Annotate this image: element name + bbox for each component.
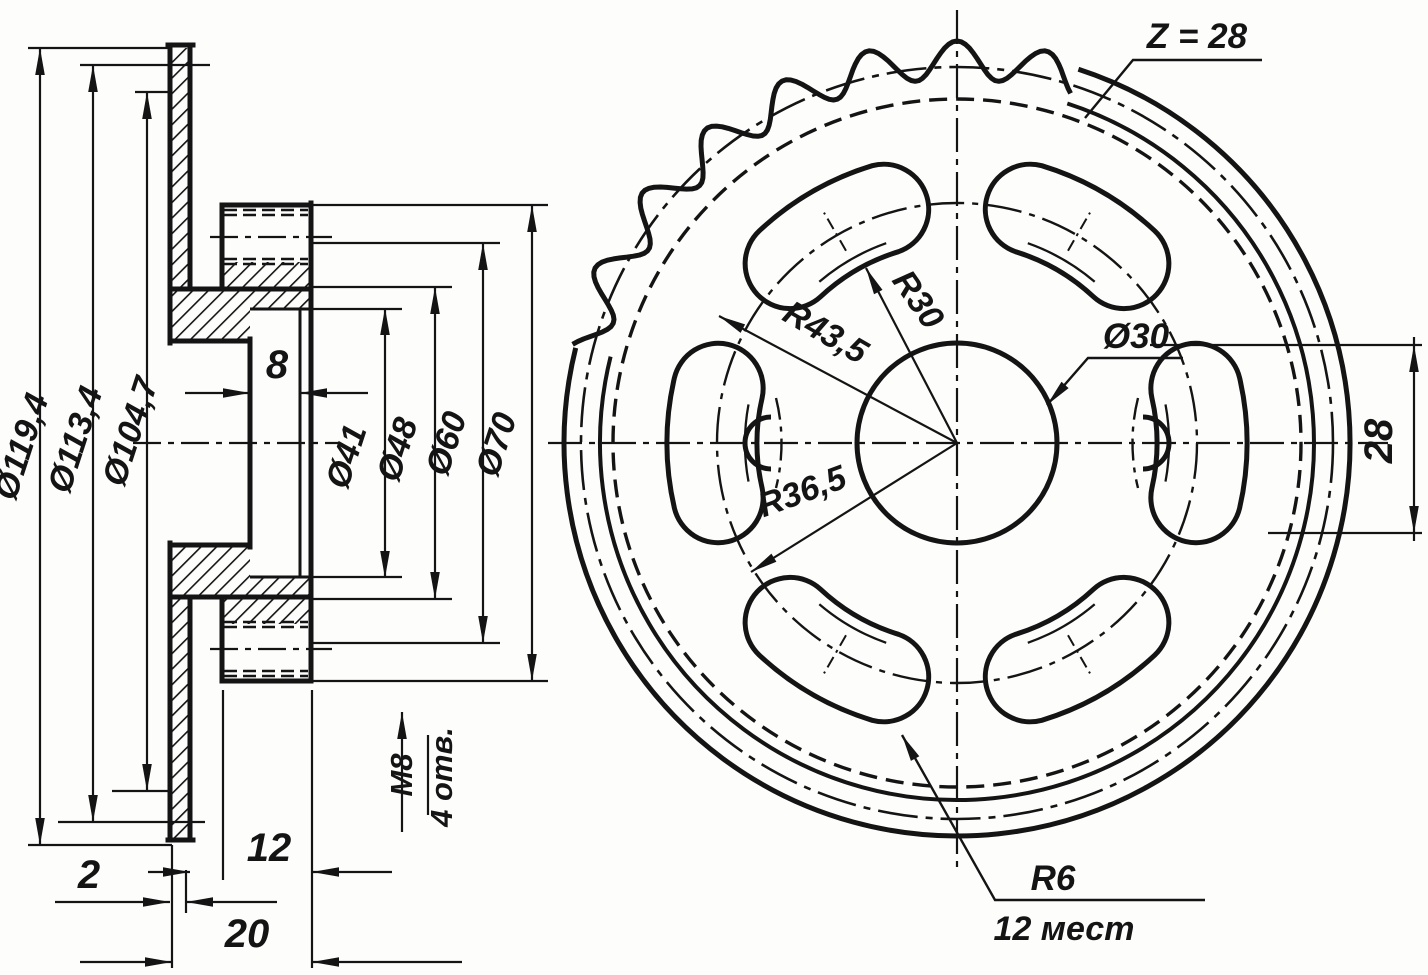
- label-dia-104: Ø104,7: [95, 371, 166, 491]
- slot-inner-chamfer: [1027, 242, 1096, 283]
- slot-cutout: [742, 161, 932, 312]
- arrowhead: [312, 867, 339, 877]
- arrowhead: [1409, 506, 1419, 533]
- arrowhead: [751, 553, 777, 572]
- arrowhead: [866, 268, 883, 295]
- slot-cutout: [1148, 340, 1250, 546]
- slot-cutout: [664, 340, 766, 546]
- radius-leaders: [718, 267, 958, 573]
- label-dia-48: Ø48: [370, 413, 426, 486]
- hatch-flange-bottom: [222, 599, 311, 624]
- arrowhead: [380, 551, 390, 578]
- label-thread-holes: 4 отв.: [424, 727, 459, 828]
- arrowhead: [163, 867, 190, 877]
- label-slot-width-28: 28: [1357, 418, 1401, 464]
- label-bore-dia: Ø30: [1103, 317, 1170, 356]
- slot-inner-chamfer: [818, 603, 887, 644]
- label-width-2: 2: [77, 853, 100, 897]
- slot-inner-chamfer: [818, 242, 887, 283]
- label-dia-60: Ø60: [419, 407, 475, 480]
- arrowhead: [88, 65, 98, 92]
- slot-inner-chamfer: [1164, 404, 1171, 482]
- label-thread-m8: М8: [384, 753, 419, 797]
- slot-mean-circle: [715, 201, 1199, 685]
- arrowhead: [902, 735, 920, 761]
- hatch-web-bottom: [170, 599, 190, 838]
- arrowhead: [142, 764, 152, 791]
- label-width-20: 20: [224, 912, 270, 956]
- bore-circle: [854, 340, 1060, 546]
- slot-center-tick: [823, 634, 847, 674]
- slot-center-tick: [1067, 634, 1091, 674]
- bolt-circle-arcs: [774, 397, 1140, 489]
- arrowhead: [719, 316, 746, 333]
- arrowhead: [430, 572, 440, 599]
- section-view: Ø119,4 Ø113,4 Ø104,7 Ø41 Ø48 Ø60 Ø70 8 2…: [0, 42, 548, 968]
- arrowhead: [527, 654, 537, 681]
- label-12-places: 12 мест: [994, 910, 1135, 948]
- slot-inner-chamfer: [743, 404, 750, 482]
- arrowhead: [143, 897, 170, 907]
- arrowhead: [478, 616, 488, 643]
- arrowhead: [186, 897, 213, 907]
- arrowhead: [478, 243, 488, 270]
- slot-cutout: [982, 161, 1172, 312]
- label-dia-41: Ø41: [319, 420, 375, 493]
- slot-inner-chamfer: [1027, 603, 1096, 644]
- front-circles: [579, 65, 1335, 821]
- hatch-hub-top: [170, 289, 311, 341]
- root-circle-hidden: [611, 97, 1303, 789]
- label-width-12: 12: [247, 826, 292, 870]
- arrowhead: [88, 795, 98, 822]
- section-extension-lines: [28, 46, 548, 968]
- rim-root-circle: [598, 101, 1316, 802]
- arrowhead: [35, 48, 45, 75]
- arrowhead: [223, 388, 250, 398]
- arrowhead: [380, 308, 390, 335]
- arrowhead: [35, 818, 45, 845]
- section-center-lines: [133, 235, 340, 651]
- front-center-lines: [548, 10, 1388, 872]
- slot-center-tick: [1067, 212, 1091, 252]
- section-hatch-areas: [170, 48, 311, 838]
- arrowhead: [397, 712, 407, 739]
- generated-geometry: [35, 38, 1419, 967]
- section-outline: [165, 42, 314, 843]
- arrowhead: [527, 205, 537, 232]
- arrowhead: [145, 957, 172, 967]
- arrowhead: [430, 287, 440, 314]
- tip-circle: [561, 66, 1353, 839]
- label-r6: R6: [1031, 859, 1076, 898]
- arrowhead: [1047, 381, 1069, 405]
- slot-center-tick: [823, 212, 847, 252]
- arrowhead: [1409, 345, 1419, 372]
- hatch-hub-bottom: [170, 545, 311, 597]
- arrowhead: [142, 92, 152, 119]
- m8-hole-hidden-lines: [224, 208, 308, 678]
- label-teeth-count: Z = 28: [1146, 17, 1248, 56]
- label-dia-70: Ø70: [469, 408, 525, 481]
- arrowhead: [312, 957, 339, 967]
- front-view: Z = 28 Ø30 R30 R43,5 R36,5 28 R6 12 мест: [548, 10, 1422, 948]
- teeth-outline: [571, 38, 1073, 347]
- slot-cutout: [982, 574, 1172, 725]
- label-width-8: 8: [266, 343, 289, 387]
- arrowhead: [300, 388, 327, 398]
- label-r43-5: R43,5: [777, 293, 876, 372]
- pitch-circle: [579, 65, 1335, 821]
- hatch-flange-top: [222, 262, 311, 287]
- hatch-web-top: [170, 48, 190, 287]
- slot-cutout: [742, 574, 932, 725]
